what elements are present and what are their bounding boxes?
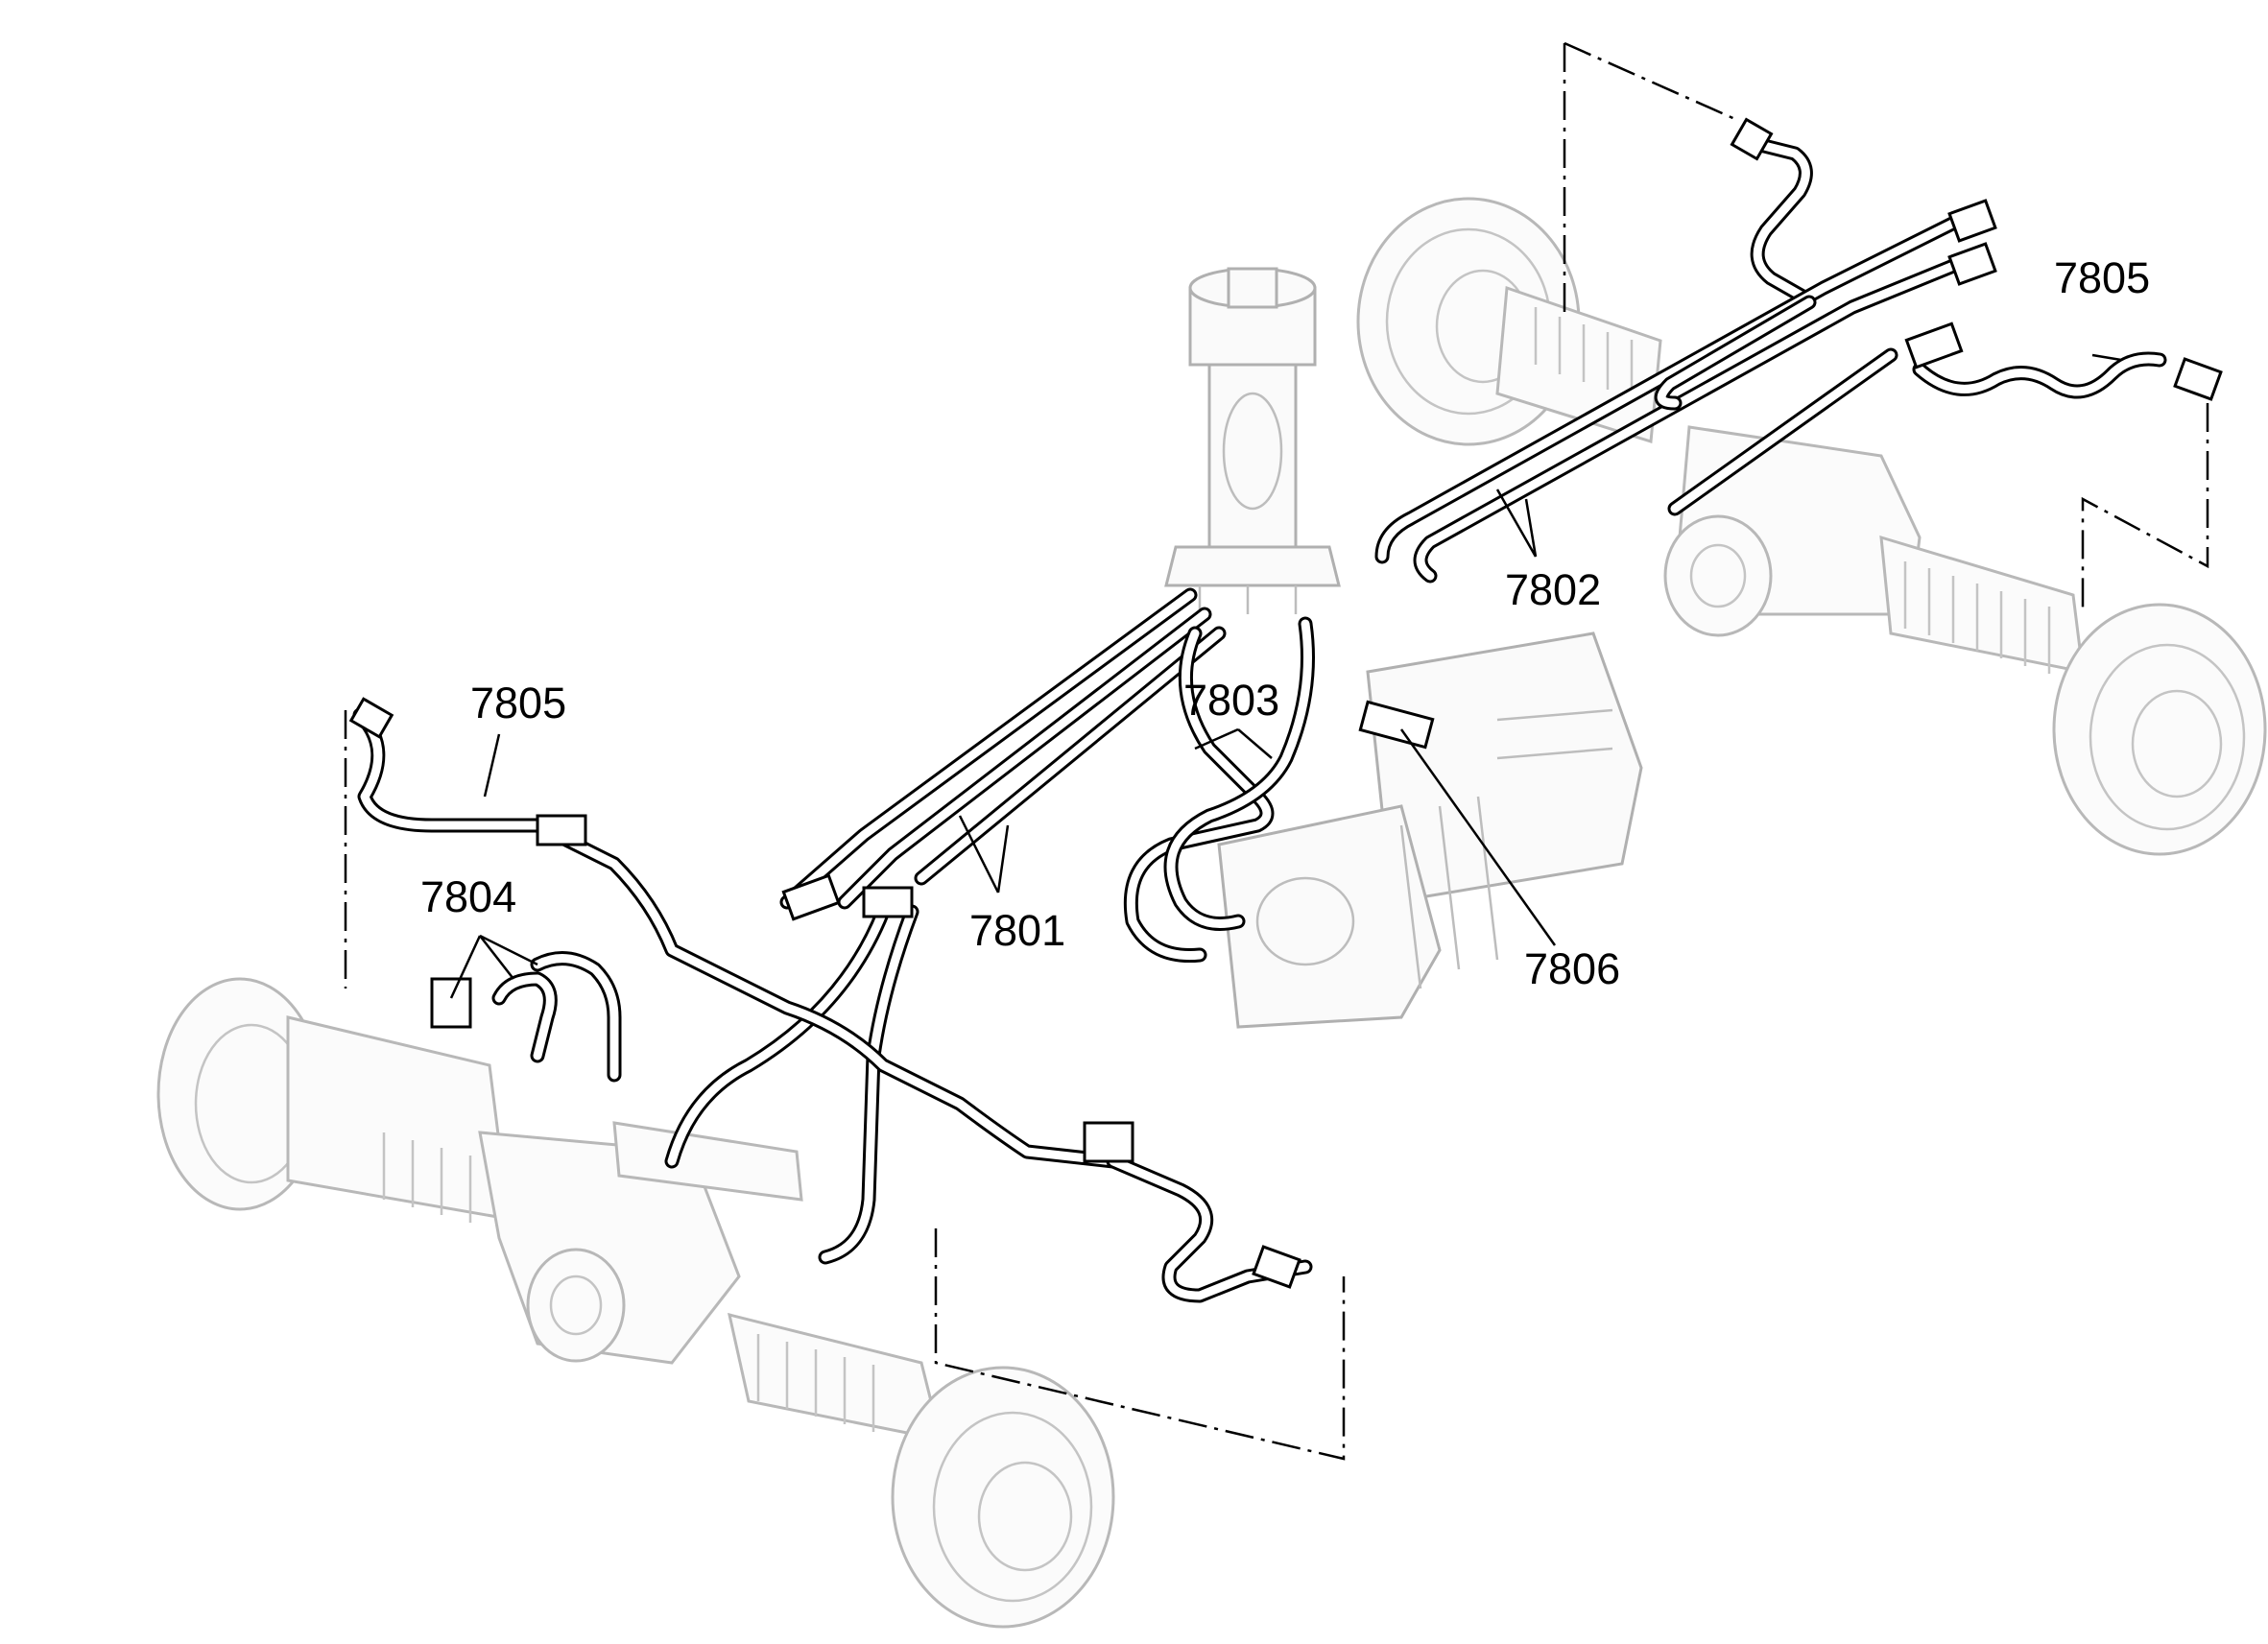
callout-7805-left: 7805 xyxy=(470,679,566,727)
callout-7806: 7806 xyxy=(1524,944,1620,993)
valve-block xyxy=(1164,267,1341,614)
callout-7803: 7803 xyxy=(1183,676,1279,725)
alignment-lines xyxy=(344,41,2209,1461)
fittings xyxy=(348,117,2223,1289)
callout-7802: 7802 xyxy=(1505,565,1601,614)
callout-7804: 7804 xyxy=(420,872,516,921)
callout-7805-right: 7805 xyxy=(2054,253,2150,302)
rear-axle xyxy=(1356,197,2267,856)
callout-7801: 7801 xyxy=(969,906,1065,955)
callouts: 7801 7802 7803 7804 7805 7805 7806 xyxy=(420,253,2150,993)
front-axle xyxy=(156,977,1115,1629)
pump-unit xyxy=(1217,631,1643,1029)
leader-lines xyxy=(449,353,2122,999)
